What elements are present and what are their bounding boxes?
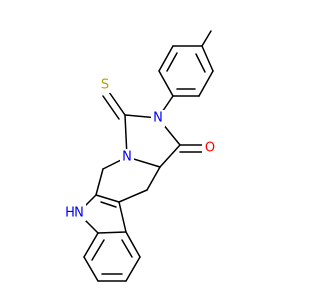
bond-bz-1: [83, 232, 99, 258]
atom-oxygen: O: [202, 139, 217, 156]
bond-c3-c3a: [118, 201, 127, 233]
bond-tolyl-5: [158, 45, 174, 72]
atom-label-oxygen: O: [205, 141, 215, 156]
bond-bz-5-inner: [121, 239, 133, 258]
bond-c3a-c7a: [97, 231, 127, 234]
bond-tolyl-2: [198, 70, 214, 97]
bond-thione-1: [108, 91, 126, 116]
bond-tolyl-5-inner: [166, 52, 178, 72]
atom-nitrogen-imide: N: [151, 110, 165, 127]
bond-bz-2: [83, 256, 99, 282]
bond-tolyl-1-inner: [195, 53, 206, 73]
atom-label-layer: S O N N H N: [64, 76, 217, 221]
bond-tolyl-4: [158, 70, 174, 97]
bond-layer: [77, 30, 214, 282]
bond-fused-cc: [95, 194, 120, 203]
bond-bz-1-inner: [91, 239, 105, 261]
atom-sulfur: S: [98, 76, 112, 93]
bond-tolyl-1: [201, 45, 214, 72]
atom-label-nitrogen-ring: N: [122, 150, 132, 165]
atom-label-sulfur: S: [101, 78, 109, 93]
bond-thione-2: [102, 95, 120, 120]
atom-label-indole-h: H: [65, 206, 75, 221]
bond-ch2a-c: [95, 168, 104, 196]
bond-bz-4: [125, 256, 141, 282]
atom-nitrogen-ring: N: [120, 149, 134, 166]
molecule-structure-diagram: S O N N H N: [64, 30, 217, 282]
bond-methyl: [201, 30, 212, 47]
atom-label-indole-n: N: [74, 206, 84, 221]
bond-ch2b-c: [118, 189, 148, 203]
bond-fused-cc-inner: [100, 201, 117, 208]
bond-ch-ch2b: [146, 166, 161, 191]
bond-co-ch: [159, 144, 181, 168]
atom-label-nitrogen-imide: N: [153, 111, 163, 126]
bond-bz-5: [125, 231, 141, 258]
atom-indole-nh: H N: [64, 204, 86, 221]
